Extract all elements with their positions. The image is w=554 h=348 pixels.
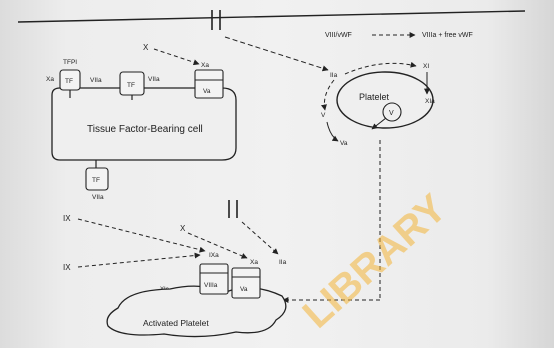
label-iia-bottom: IIa bbox=[279, 259, 287, 266]
label-viia-3: VIIa bbox=[92, 194, 104, 201]
label-xi: XI bbox=[423, 63, 429, 70]
arrow-to-iia-bottom bbox=[242, 222, 278, 254]
label-ix-lower: IX bbox=[63, 263, 71, 272]
arrow-v-to-va bbox=[327, 122, 338, 141]
label-va-receptor: Va bbox=[203, 88, 211, 95]
arrow-thrombin-to-platelet bbox=[225, 37, 328, 70]
arrow-ix-lower bbox=[78, 255, 200, 267]
label-x-bottom: X bbox=[180, 224, 186, 233]
label-viiia: VIIIa bbox=[204, 282, 218, 289]
label-tfpi: TFPI bbox=[63, 59, 77, 66]
label-xia: XIa bbox=[425, 98, 435, 105]
label-va-near-platelet: Va bbox=[340, 140, 348, 147]
top-divider bbox=[18, 11, 525, 22]
library-watermark: LIBRARY bbox=[295, 186, 456, 337]
label-v-inside: V bbox=[389, 110, 394, 117]
label-tf-3: TF bbox=[92, 177, 100, 184]
arrow-ix-upper bbox=[78, 219, 205, 251]
label-xa-bottom: Xa bbox=[250, 259, 258, 266]
label-xa-top: Xa bbox=[201, 62, 209, 69]
label-ixa: IXa bbox=[209, 252, 219, 259]
viiia-receptor bbox=[200, 264, 228, 294]
label-viia-2: VIIa bbox=[148, 76, 160, 83]
va-xa-receptor bbox=[232, 268, 260, 298]
label-viiia-free-vwf: VIIIa + free vWF bbox=[422, 32, 473, 39]
label-viii-vwf: VIII/vWF bbox=[325, 32, 352, 39]
label-activated-platelet: Activated Platelet bbox=[143, 318, 209, 328]
label-tf-1: TF bbox=[65, 78, 73, 85]
label-v-near-platelet: V bbox=[321, 112, 326, 119]
label-ix-upper: IX bbox=[63, 214, 71, 223]
label-platelet: Platelet bbox=[359, 92, 390, 102]
label-iia-top: IIa bbox=[330, 72, 338, 79]
label-tissue-factor-cell: Tissue Factor-Bearing cell bbox=[87, 124, 203, 135]
label-va-bottom: Va bbox=[240, 286, 248, 293]
label-xa-receptor: Xa bbox=[46, 76, 54, 83]
label-x-top: X bbox=[143, 43, 149, 52]
arrow-x-to-xa-top bbox=[154, 49, 199, 64]
label-viia-1: VIIa bbox=[90, 77, 102, 84]
arrow-iia-to-v bbox=[324, 80, 334, 110]
label-tf-2: TF bbox=[127, 82, 135, 89]
